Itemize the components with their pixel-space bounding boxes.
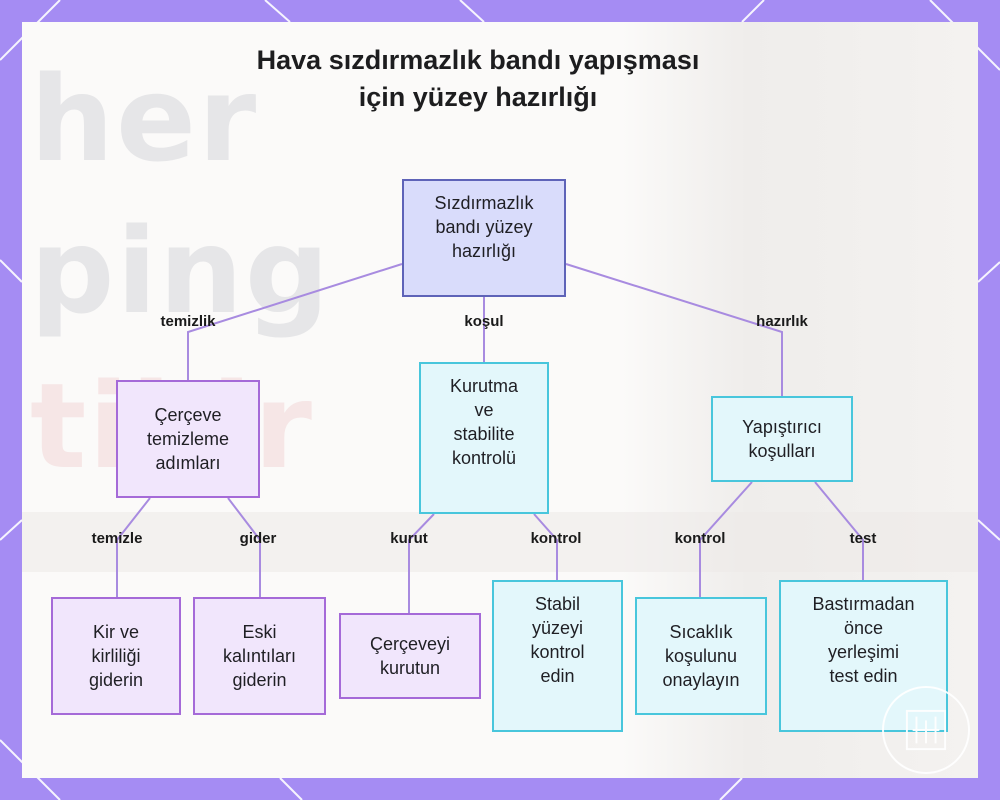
node-adhesive-conditions: Yapıştırıcı koşulları (711, 396, 853, 482)
node-check-stable-label: Stabil yüzeyi kontrol edin (530, 594, 585, 686)
node-remove-residue: Eski kalıntıları giderin (193, 597, 326, 715)
node-root: Sızdırmazlık bandı yüzey hazırlığı (402, 179, 566, 297)
edge-label-kontrol: kontrol (530, 530, 582, 547)
node-remove-dirt-label: Kir ve kirliliği giderin (88, 622, 144, 690)
edge-label-kurut: kurut (390, 530, 428, 547)
background-faded-text: her (30, 50, 259, 188)
node-confirm-temp: Sıcaklık koşulunu onaylayın (635, 597, 767, 715)
node-drying-check: Kurutma ve stabilite kontrolü (419, 362, 549, 514)
node-root-label: Sızdırmazlık bandı yüzey hazırlığı (434, 193, 534, 261)
edge-adhesive-test-placement (814, 481, 864, 580)
diagram-title-line2: için yüzey hazırlığı (358, 82, 598, 112)
edge-label-kosul: koşul (464, 313, 504, 330)
edge-drying-check-check-stable (533, 513, 558, 580)
edge-label-temizlik: temizlik (160, 313, 216, 330)
edge-root-frame-cleaning (187, 263, 403, 380)
background-faded-text: ping (30, 202, 332, 340)
diagram-title: Hava sızdırmazlık bandı yapışması için y… (178, 42, 778, 116)
edge-adhesive-confirm-temp (699, 481, 753, 597)
node-dry-frame: Çerçeveyi kurutun (339, 613, 481, 699)
node-remove-residue-label: Eski kalıntıları giderin (222, 622, 297, 690)
node-adhesive-conditions-label: Yapıştırıcı koşulları (742, 417, 822, 461)
edge-frame-cleaning-remove-dirt (116, 497, 151, 597)
edge-drying-check-dry-frame (408, 513, 435, 613)
edge-label-kontrol: kontrol (674, 530, 726, 547)
edge-label-hazirlik: hazırlık (756, 313, 808, 330)
logo-watermark-icon (882, 686, 970, 774)
node-drying-check-label: Kurutma ve stabilite kontrolü (449, 376, 519, 468)
node-test-placement-label: Bastırmadan önce yerleşimi test edin (812, 594, 915, 686)
edge-root-adhesive-conditions (565, 263, 783, 396)
edge-label-test: test (849, 530, 877, 547)
node-check-stable: Stabil yüzeyi kontrol edin (492, 580, 623, 732)
edge-label-temizle: temizle (91, 530, 143, 547)
edge-frame-cleaning-remove-residue (227, 497, 261, 597)
background-photo-band (22, 512, 978, 572)
diagram-title-line1: Hava sızdırmazlık bandı yapışması (256, 45, 700, 75)
node-remove-dirt: Kir ve kirliliği giderin (51, 597, 181, 715)
node-confirm-temp-label: Sıcaklık koşulunu onaylayın (662, 622, 740, 690)
node-frame-cleaning-label: Çerçeve temizleme adımları (146, 405, 230, 473)
node-dry-frame-label: Çerçeveyi kurutun (369, 634, 451, 678)
edge-label-gider: gider (239, 530, 277, 547)
node-frame-cleaning: Çerçeve temizleme adımları (116, 380, 260, 498)
